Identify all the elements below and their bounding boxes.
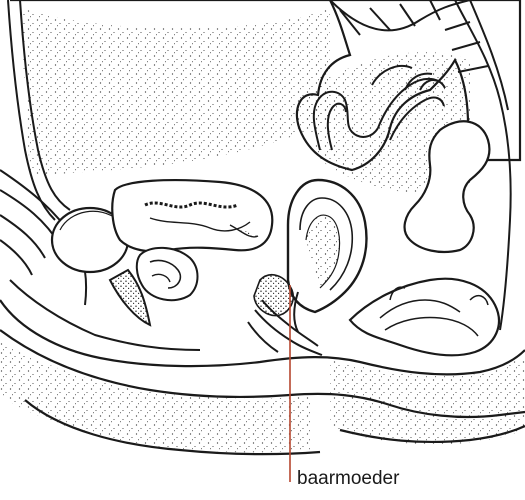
uterus-label: baarmoeder	[297, 469, 399, 488]
uterus	[288, 180, 366, 332]
